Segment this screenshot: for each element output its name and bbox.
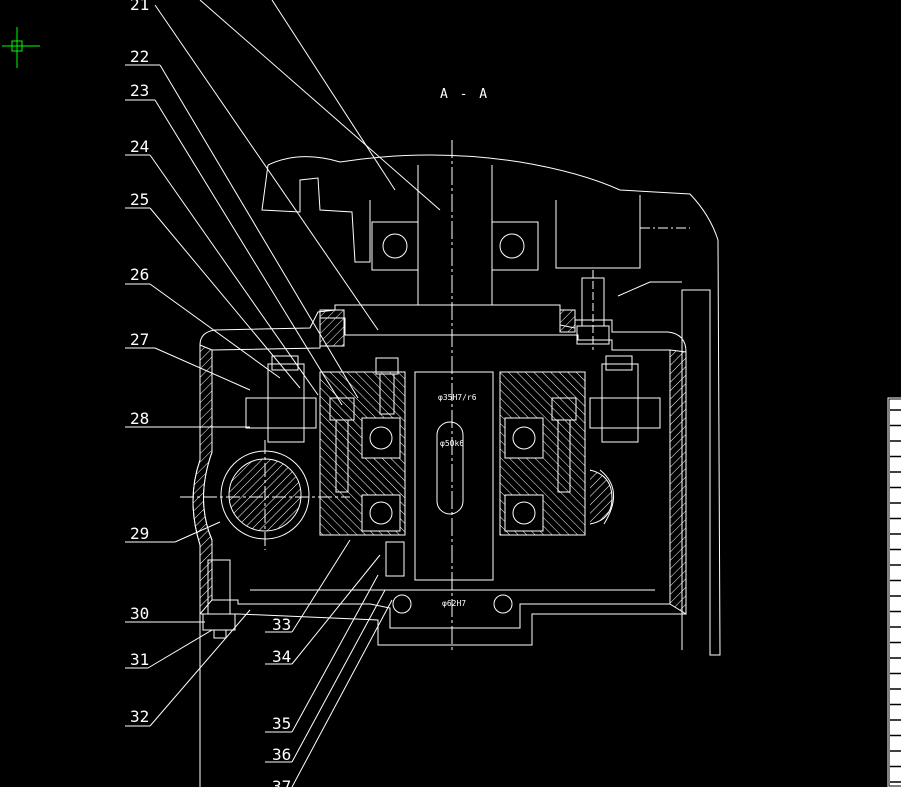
callout-21: 21 <box>130 0 149 14</box>
callout-24: 24 <box>130 137 149 156</box>
callout-31: 31 <box>130 650 149 669</box>
callout-34: 34 <box>272 647 291 666</box>
callout-28: 28 <box>130 409 149 428</box>
callout-27: 27 <box>130 330 149 349</box>
callout-37: 37 <box>272 777 291 787</box>
callout-labels: 21 22 23 24 25 26 27 28 29 30 31 32 33 3… <box>130 0 291 787</box>
callout-32: 32 <box>130 707 149 726</box>
section-title: A - A <box>440 87 489 102</box>
callout-36: 36 <box>272 745 291 764</box>
parts-list-table <box>887 397 901 787</box>
callout-33: 33 <box>272 615 291 634</box>
callout-26: 26 <box>130 265 149 284</box>
dimension-bore-bottom: φ62H7 <box>442 599 466 608</box>
dimension-shaft: φ50k6 <box>440 439 464 448</box>
callout-23: 23 <box>130 81 149 100</box>
callout-22: 22 <box>130 47 149 66</box>
parts-list-rows <box>890 409 901 783</box>
assembly-section-view <box>125 0 721 787</box>
callout-35: 35 <box>272 714 291 733</box>
callout-25: 25 <box>130 190 149 209</box>
callout-30: 30 <box>130 604 149 623</box>
crosshair-cursor-icon <box>2 27 40 68</box>
callout-29: 29 <box>130 524 149 543</box>
dimension-bore-top: φ35H7/r6 <box>438 393 477 402</box>
